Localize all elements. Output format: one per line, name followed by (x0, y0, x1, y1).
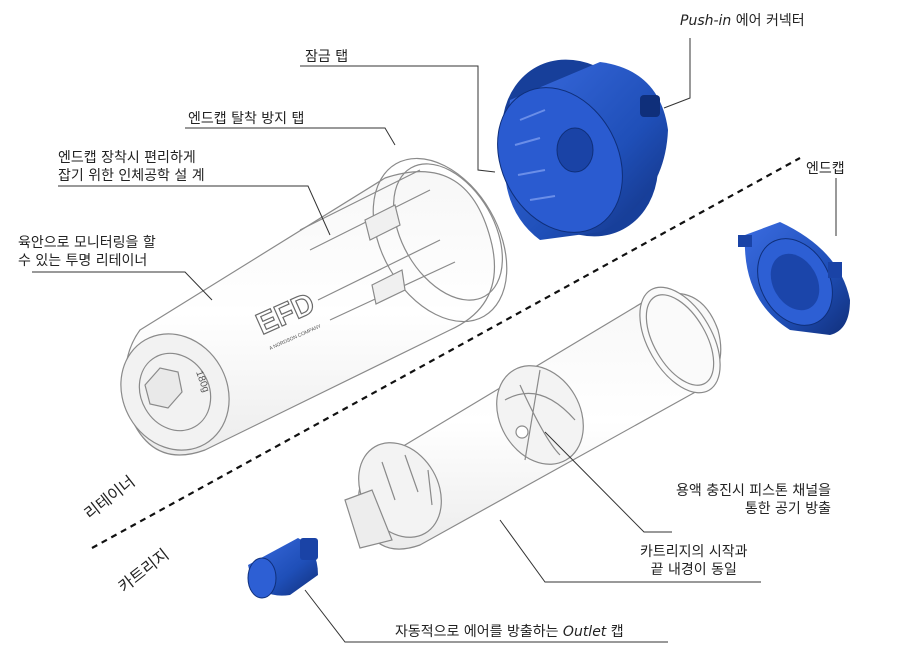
label-endcap-anti-detach-tab: 엔드캡 탈착 방지 탭 (188, 111, 305, 127)
cartridge-body (344, 286, 722, 550)
retainer-body (120, 157, 508, 456)
label-outlet-suffix: 캡 (606, 624, 624, 640)
label-outlet-prefix: 자동적으로 에어를 방출하는 (395, 624, 563, 640)
label-bore-line2: 끝 내경이 동일 (650, 562, 737, 578)
label-ergonomic-line2: 잡기 위한 인체공학 설 계 (58, 168, 205, 184)
label-end-cap: 엔드캡 (806, 161, 845, 177)
label-equal-bore: 카트리지의 시작과 끝 내경이 동일 (640, 543, 748, 579)
label-push-in-italic: Push-in (680, 13, 732, 29)
label-lock-tab: 잠금 탭 (305, 49, 349, 65)
label-ergonomic-design: 엔드캡 장착시 편리하게 잡기 위한 인체공학 설 계 (58, 149, 205, 185)
blue-outlet-cap (247, 538, 318, 599)
blue-end-cap (738, 222, 850, 335)
label-transparent-retainer: 육안으로 모니터링을 할 수 있는 투명 리테이너 (18, 234, 156, 270)
label-piston-channel: 용액 충진시 피스톤 채널을 통한 공기 방출 (676, 482, 831, 518)
label-outlet-cap: 자동적으로 에어를 방출하는 Outlet 캡 (395, 623, 624, 641)
label-outlet-italic: Outlet (562, 624, 607, 640)
label-piston-line1: 용액 충진시 피스톤 채널을 (676, 483, 832, 499)
leader-lines (32, 38, 837, 643)
label-transparent-line1: 육안으로 모니터링을 할 (18, 235, 156, 251)
separator-dashed-line (91, 157, 801, 549)
label-bore-line1: 카트리지의 시작과 (640, 544, 748, 560)
blue-lock-cap (497, 59, 668, 240)
label-push-in-connector: Push-in 에어 커넥터 (680, 12, 805, 30)
label-transparent-line2: 수 있는 투명 리테이너 (18, 253, 148, 269)
label-piston-line2: 통한 공기 방출 (744, 501, 832, 517)
label-push-in-suffix: 에어 커넥터 (731, 13, 805, 29)
label-ergonomic-line1: 엔드캡 장착시 편리하게 (58, 150, 196, 166)
